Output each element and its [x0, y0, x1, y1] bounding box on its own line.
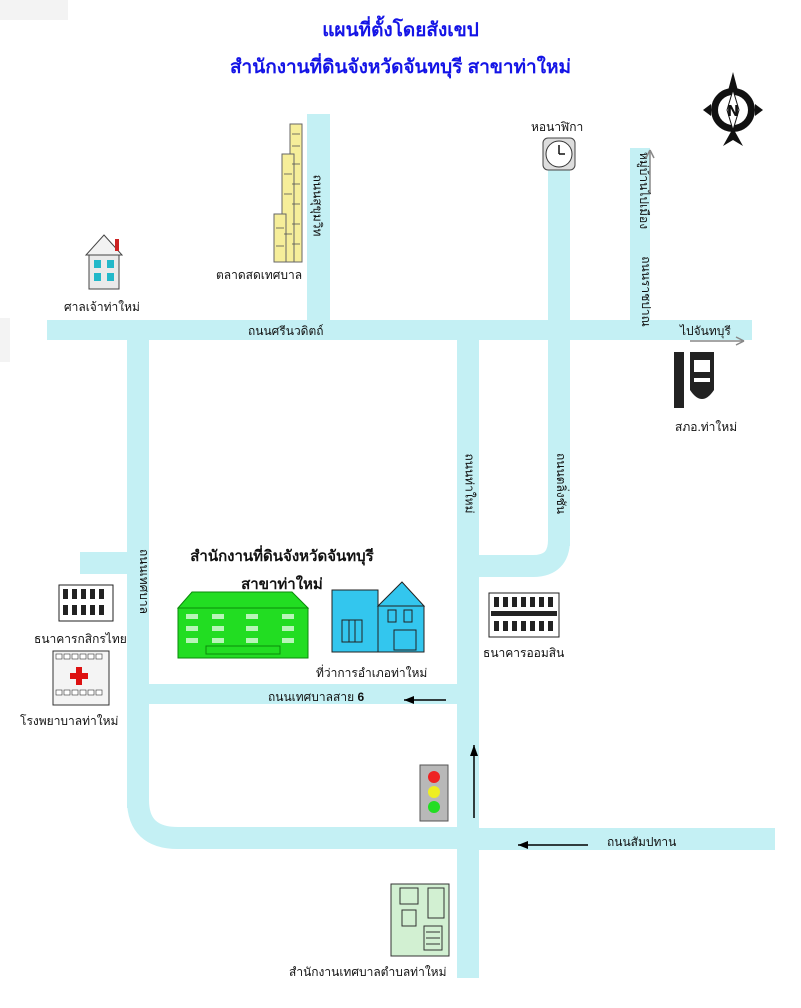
label-municipal: สำนักงานเทศบาลตำบลท่าใหม่: [289, 965, 447, 979]
label-police: สภอ.ท่าใหม่: [675, 420, 738, 434]
label-hospital: โรงพยาบาลท่าใหม่: [20, 714, 119, 728]
label-district: ที่ว่าการอำเภอท่าใหม่: [316, 666, 428, 680]
district-office-icon: [331, 581, 426, 653]
label-clock: หอนาฬิกา: [531, 120, 584, 134]
hospital-icon: [52, 650, 110, 706]
market-icon: [273, 123, 303, 263]
side-strip: [0, 318, 10, 362]
office-title-line2: สาขาท่าใหม่: [241, 576, 323, 593]
label-market: ตลาดสดเทศบาล: [216, 268, 303, 282]
corner-strip: [0, 0, 68, 20]
compass-letter: N: [727, 102, 740, 120]
label-sriwathit: ถนนศรีนวดิตถ์: [248, 324, 324, 338]
label-to-chanthaburi: ไปจันทบุรี: [680, 324, 731, 338]
label-shrine: ศาลเจ้าท่าใหม่: [64, 300, 140, 314]
road-tessaban6: [147, 684, 459, 704]
gsb-bank-icon: [488, 592, 560, 638]
map-title: แผนที่ตั้งโดยสังเขป: [322, 20, 479, 41]
road-left-vertical: [127, 338, 149, 808]
kasikorn-bank-icon: [58, 584, 114, 622]
municipal-office-icon: [390, 883, 450, 957]
police-icon: [674, 352, 714, 408]
label-sampathan: ถนนสัมปทาน: [607, 835, 677, 849]
compass-icon: N: [703, 72, 763, 146]
road-far-right: [630, 148, 650, 323]
map-subtitle: สำนักงานที่ดินจังหวัดจันทบุรี สาขาท่าใหม…: [229, 57, 572, 78]
clock-icon: [542, 137, 576, 171]
house-icon: [84, 234, 124, 290]
label-gsb: ธนาคารออมสิน: [483, 646, 565, 660]
road-left-stub: [80, 552, 138, 574]
traffic-light-icon: [419, 764, 449, 822]
road-right-vertical: [548, 166, 570, 546]
road-songkhlong: [307, 114, 330, 322]
label-kasikorn: ธนาคารกสิกรไทย: [34, 632, 127, 646]
label-tessaban6: ถนนเทศบาลสาย 6: [268, 690, 365, 704]
land-office-icon: [176, 591, 310, 659]
road-sriwathit: [47, 320, 752, 340]
office-title-line1: สำนักงานที่ดินจังหวัดจันทบุรี: [190, 548, 374, 565]
